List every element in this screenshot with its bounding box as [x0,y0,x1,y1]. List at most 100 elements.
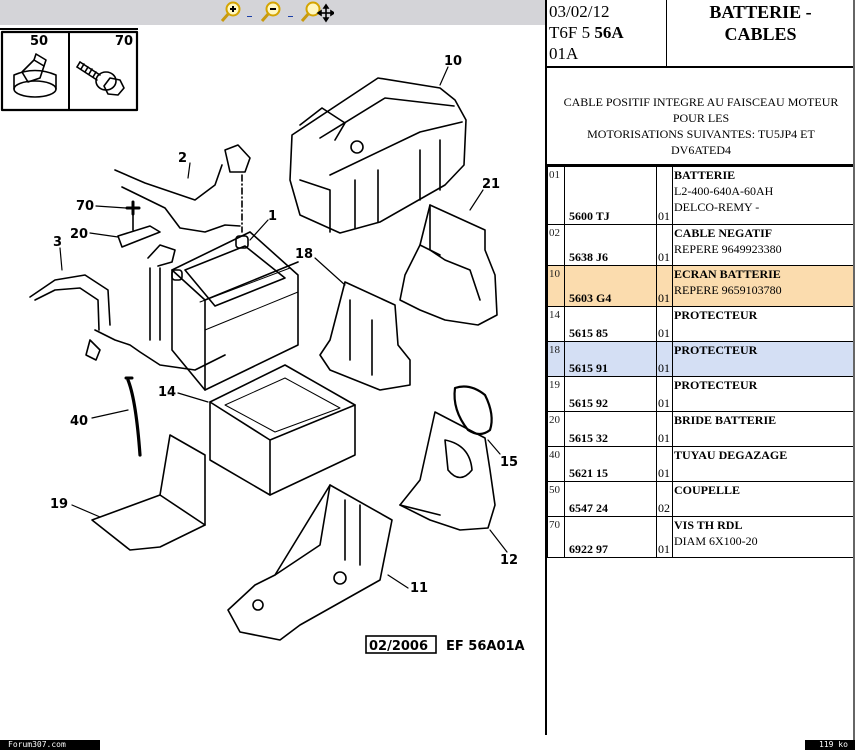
cup-part-drawing [13,53,57,98]
zoom-pan-button[interactable] [298,1,336,23]
quantity: 01 [656,516,673,558]
callout-2: 2 [178,151,187,166]
page-title-line2: CABLES [724,24,797,44]
part-number[interactable]: 5603 G4 [564,265,657,307]
callout-1: 1 [268,209,277,224]
item-ref: 10 [547,265,565,307]
zoom-in-button[interactable] [218,1,242,23]
quantity: 01 [656,265,673,307]
catalog-ref-group: 56A [594,23,624,42]
item-ref: 19 [547,376,565,412]
page-title: BATTERIE - CABLES [668,0,853,66]
item-ref: 18 [547,341,565,377]
divider [0,28,138,30]
part-detail: REPERE 9649923380 [674,242,782,256]
quantity: 01 [656,446,673,482]
zoom-out-button[interactable] [258,1,282,23]
exploded-parts-diagram: 50 70 1 2 3 10 11 12 14 15 18 19 20 21 4… [0,30,525,654]
callout-14: 14 [158,385,176,400]
battery-drawing [171,231,299,391]
catalog-ref: T6F 5 56A [549,22,666,43]
reference-block: 03/02/12 T6F 5 56A 01A [549,0,667,66]
quantity: 02 [656,481,673,517]
quantity: 01 [656,341,673,377]
inset-label-50: 50 [30,34,48,49]
callout-19: 19 [50,497,68,512]
file-size: 119 ko [805,740,855,750]
item-ref: 70 [547,516,565,558]
callout-21: 21 [482,177,500,192]
callout-12: 12 [500,553,518,568]
scrollbar-edge[interactable] [853,0,855,740]
description-block: CABLE POSITIF INTEGRE AU FAISCEAU MOTEUR… [547,68,855,166]
item-ref: 20 [547,411,565,447]
callout-18: 18 [295,247,313,262]
site-watermark: Forum307.com [0,740,100,750]
part-number[interactable]: 5615 32 [564,411,657,447]
catalog-ref-prefix: T6F 5 [549,23,591,42]
status-bar: Forum307.com 119 ko [0,740,855,750]
part-description: COUPELLE [672,481,855,517]
protector-19-drawing [91,434,206,551]
part-number[interactable]: 6547 24 [564,481,657,517]
part-number[interactable]: 5638 J6 [564,224,657,266]
negative-cable-drawing [114,144,251,233]
item-ref: 01 [547,166,565,225]
bracket-12-drawing [399,411,496,531]
positive-cable-drawing [29,244,226,371]
part-number[interactable]: 5615 91 [564,341,657,377]
magnifier-minus-icon [260,1,281,22]
battery-cover-drawing [289,77,467,234]
part-name: ECRAN BATTERIE [674,267,781,281]
part-number[interactable]: 6922 97 [564,516,657,558]
part-name: PROTECTEUR [674,378,758,392]
page-header: 03/02/12 T6F 5 56A 01A BATTERIE - CABLES [547,0,855,68]
callout-15: 15 [500,455,518,470]
callout-20: 20 [70,227,88,242]
part-description: CABLE NEGATIF REPERE 9649923380 [672,224,855,266]
quantity: 01 [656,306,673,342]
inset-label-70: 70 [115,34,133,49]
part-number[interactable]: 5600 TJ [564,166,657,225]
part-detail: DELCO-REMY - [674,200,760,214]
plate-15-drawing [453,385,493,436]
battery-tray-drawing [209,364,356,496]
magnifier-move-icon [300,1,336,23]
diagram-pane: 50 70 1 2 3 10 11 12 14 15 18 19 20 21 4… [0,0,545,654]
part-name: TUYAU DEGAZAGE [674,448,788,462]
part-detail: L2-400-640A-60AH [674,184,774,198]
part-number[interactable]: 5621 15 [564,446,657,482]
quantity: 01 [656,411,673,447]
base-tray-drawing [227,484,393,641]
magnifier-plus-icon [220,1,241,22]
part-name: VIS TH RDL [674,518,743,532]
leader-lines [59,66,508,589]
part-number[interactable]: 5615 85 [564,306,657,342]
part-name: BRIDE BATTERIE [674,413,777,427]
description-line: MOTORISATIONS SUIVANTES: TU5JP4 ET [587,127,815,141]
support-21-drawing [399,204,498,326]
part-description: PROTECTEUR [672,376,855,412]
part-number[interactable]: 5615 92 [564,376,657,412]
callout-40: 40 [70,414,88,429]
stamp-box [365,635,437,654]
quantity: 01 [656,376,673,412]
item-ref: 40 [547,446,565,482]
quantity: 01 [656,166,673,225]
zoom-toolbar [0,0,545,25]
part-name: CABLE NEGATIF [674,226,773,240]
item-ref: 02 [547,224,565,266]
stamp-date: 02/2006 [369,639,428,654]
part-description: PROTECTEUR [672,341,855,377]
